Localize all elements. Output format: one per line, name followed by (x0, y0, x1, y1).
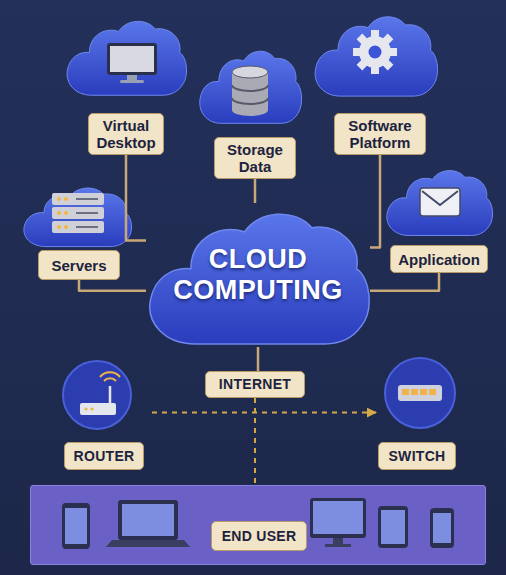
phone-icon (62, 503, 90, 549)
switch-symbol (385, 358, 455, 428)
router-symbol (63, 361, 131, 429)
server-slot (76, 199, 98, 227)
switch-port (420, 389, 427, 395)
cloud-hub: CLOUD COMPUTING (146, 203, 370, 347)
database-band (232, 98, 268, 104)
node-text: INTERNET (219, 376, 291, 393)
switch-node: SWITCH (376, 356, 464, 472)
gear-hole (369, 46, 382, 59)
connector-line (126, 155, 146, 240)
envelope-flap (422, 191, 458, 205)
cloud-text-holder: CLOUD COMPUTING (146, 203, 370, 347)
monitor-frame (107, 43, 157, 75)
service-label: Application (390, 245, 488, 273)
node-text: SWITCH (388, 448, 445, 465)
node-text: CLOUD COMPUTING (171, 244, 346, 306)
desktop-icon (310, 498, 366, 547)
server-light (64, 197, 68, 201)
service-label: Servers (38, 250, 120, 280)
envelope-icon (420, 188, 460, 216)
router-light (84, 407, 87, 410)
service-label: Software Platform (334, 113, 426, 155)
application-cloud (387, 171, 493, 236)
wifi-arc (100, 372, 120, 377)
server-icon (52, 193, 104, 233)
storage-cloud (200, 51, 302, 123)
envelope-body (420, 188, 460, 216)
node-text: Servers (51, 257, 106, 274)
node-text: Virtual Desktop (94, 117, 158, 151)
server-light (64, 225, 68, 229)
label-pill: SWITCH (378, 442, 456, 470)
connector-line (79, 280, 146, 291)
router-node: ROUTER (60, 360, 152, 472)
desktop-neck (333, 538, 343, 544)
label-pill: END USER (211, 521, 307, 551)
gear-body (359, 36, 391, 68)
node-text: Application (398, 251, 480, 268)
node-text: Software Platform (340, 117, 420, 151)
laptop-icon (106, 500, 190, 547)
gear-icon (353, 30, 397, 74)
node-text: ROUTER (74, 448, 135, 465)
desktop-cloud (67, 21, 186, 95)
wifi-arc (104, 378, 116, 381)
monitor-neck (127, 75, 137, 80)
phone-frame (430, 508, 454, 548)
switch-port (402, 389, 409, 395)
node-text: Storage Data (220, 141, 290, 175)
server-light (57, 211, 61, 215)
switch-box (398, 385, 442, 401)
desktop-base (325, 544, 351, 547)
servers-cloud (24, 188, 132, 247)
router-antenna (109, 386, 112, 403)
connector-line (257, 347, 260, 371)
phone-frame (62, 503, 90, 549)
phone-screen (65, 508, 87, 544)
monitor-icon (107, 43, 157, 83)
server-light (57, 197, 61, 201)
service-label: Storage Data (214, 137, 296, 179)
server-light (64, 211, 68, 215)
monitor-base (120, 80, 144, 83)
database-icon (232, 66, 268, 116)
tablet-screen (381, 510, 405, 544)
node-text: END USER (222, 528, 297, 545)
database-bottom (232, 104, 268, 116)
router-circle (63, 361, 131, 429)
database-top (232, 66, 268, 78)
tablet-icon (378, 506, 408, 548)
desktop-frame (310, 498, 366, 538)
router-box (80, 403, 116, 415)
cloud-outline (150, 214, 369, 344)
laptop-frame (118, 500, 178, 540)
end-user-band: END USER (30, 485, 486, 565)
connector-line (370, 273, 439, 291)
switch-circle (385, 358, 455, 428)
service-label: Virtual Desktop (88, 113, 164, 155)
connector-line (254, 179, 257, 203)
tablet-frame (378, 506, 408, 548)
platform-cloud (315, 17, 437, 96)
laptop-base (106, 540, 190, 547)
router-light (90, 407, 93, 410)
desktop-screen (313, 501, 363, 534)
switch-port (411, 389, 418, 395)
database-band (232, 85, 268, 91)
label-pill: ROUTER (64, 442, 144, 470)
connector-line (370, 155, 380, 248)
laptop-screen (122, 504, 174, 536)
dashed-connector (152, 412, 376, 414)
network-label: INTERNET (205, 371, 305, 398)
switch-port (429, 389, 436, 395)
phone-screen (433, 513, 451, 543)
dashed-connector (254, 398, 256, 485)
server-light (57, 225, 61, 229)
phone-icon (430, 508, 454, 548)
monitor-screen (110, 46, 154, 72)
